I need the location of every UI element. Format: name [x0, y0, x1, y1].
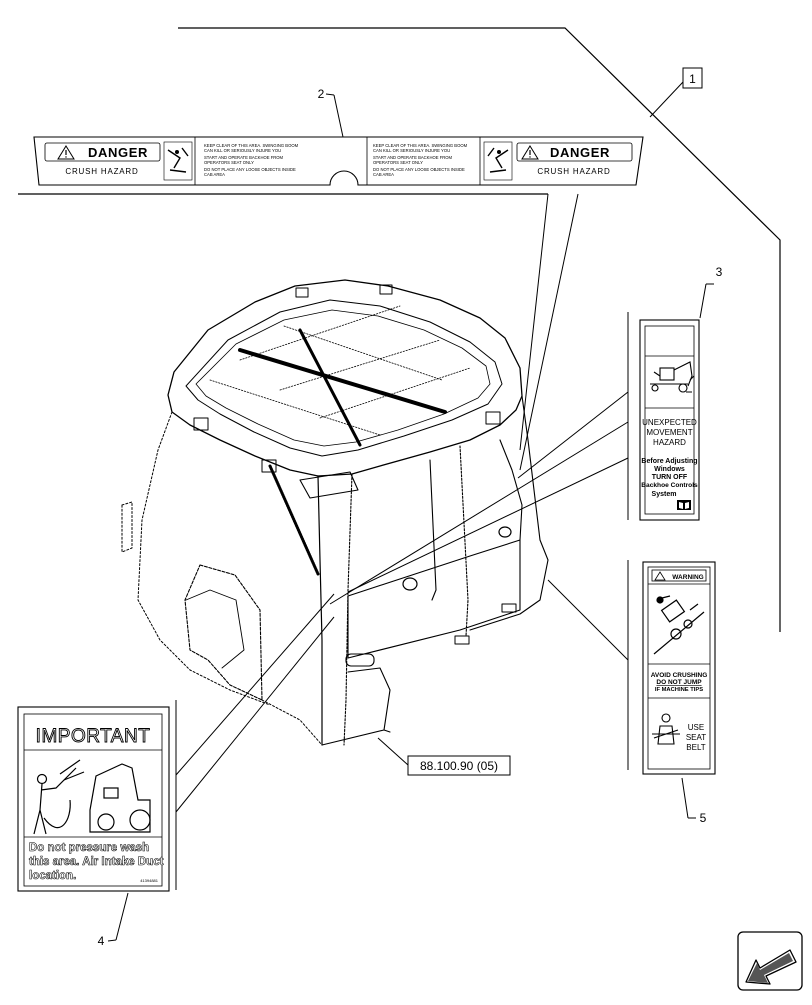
- svg-text:START AND OPERATE BACKHOE FROM: START AND OPERATE BACKHOE FROM: [204, 155, 284, 160]
- decal-5-warning-seat-belt: WARNING AVOID CRUSHING DO NOT JUMP IF MA…: [642, 561, 716, 775]
- roof-skylight: [185, 299, 503, 457]
- decal-3-title-1: UNEXPECTED: [642, 418, 697, 427]
- decal-4-body-2: this area. Air Intake Duct: [29, 856, 164, 868]
- decal-2-right-hazard: CRUSH HAZARD: [537, 167, 610, 176]
- decal-2-right-danger-panel: [516, 142, 633, 162]
- book-icon: [677, 500, 691, 510]
- callout-4-label: 4: [98, 934, 105, 948]
- reference-box: [407, 755, 511, 776]
- decal-3-body-1: Before Adjusting: [641, 458, 697, 465]
- decal-5-header: [651, 569, 707, 582]
- decal-2-left-text: KEEP CLEAR OF THIS AREA. SWINGING BOOM C…: [204, 143, 299, 177]
- decal-4-body-3: location.: [29, 870, 76, 882]
- seat-belt-icon: [652, 713, 680, 745]
- svg-text:DO NOT PLACE ANY LOOSE OBJECTS: DO NOT PLACE ANY LOOSE OBJECTS INSIDE: [373, 167, 465, 172]
- callout-5-label: 5: [700, 811, 707, 825]
- svg-text:START AND OPERATE BACKHOE FROM: START AND OPERATE BACKHOE FROM: [373, 155, 453, 160]
- warning-triangle-icon: [654, 571, 666, 581]
- callout-4-leader: [115, 892, 129, 941]
- callout-2-tick: [325, 93, 335, 96]
- svg-text:CAN KILL OR SERIOUSLY INJURE Y: CAN KILL OR SERIOUSLY INJURE YOU: [373, 148, 450, 153]
- svg-text:OPERATORS SEAT ONLY: OPERATORS SEAT ONLY: [373, 160, 423, 165]
- decal-2-left-hazard: CRUSH HAZARD: [65, 167, 138, 176]
- svg-text:CAB AREA: CAB AREA: [204, 172, 225, 177]
- decal-2-leader-b: [519, 193, 579, 471]
- crush-hazard-icon: [163, 141, 193, 181]
- decal-5-belt-3: BELT: [686, 743, 706, 752]
- decal-3-body-3: TURN OFF: [652, 474, 688, 481]
- callout-2-leader: [333, 94, 344, 138]
- decal-3-body-5: System: [652, 491, 677, 498]
- decal-2-danger-strip: DANGER CRUSH HAZARD KEEP CLEAR OF THIS A…: [33, 136, 644, 186]
- callout-2-label: 2: [318, 87, 325, 101]
- cab-assembly-drawing: [121, 279, 549, 746]
- decal-4-outline: [17, 706, 170, 892]
- decal-3-body-2: Windows: [654, 466, 685, 473]
- warning-triangle-icon: [57, 145, 75, 160]
- decal-5-mid-1: AVOID CRUSHING: [651, 672, 708, 679]
- svg-text:OPERATORS SEAT ONLY: OPERATORS SEAT ONLY: [204, 160, 254, 165]
- tipping-machine-icon: [653, 595, 705, 655]
- decal-5-belt-1: USE: [688, 723, 704, 732]
- decal-4-body-1: Do not pressure wash: [29, 842, 149, 854]
- decal-5-mid-3: IF MACHINE TIPS: [655, 687, 703, 693]
- callout-5-leader: [681, 777, 689, 819]
- decal-2-left-danger-word: DANGER: [88, 145, 148, 160]
- reference-leader: [377, 737, 409, 766]
- decal-5-belt-2: SEAT: [686, 733, 706, 742]
- decal-3-outline: [639, 319, 700, 521]
- pressure-washer-icon: [33, 759, 151, 835]
- decal-4-important-pressure-wash: IMPORTANT Do not pressure wash this area…: [17, 706, 170, 892]
- backhoe-movement-icon: [650, 361, 695, 393]
- decal-4-header: IMPORTANT: [36, 726, 151, 747]
- decal-3-unexpected-movement: UNEXPECTED MOVEMENT HAZARD Before Adjust…: [639, 319, 700, 521]
- decal-2-leader-a: [519, 193, 549, 451]
- decal-5-mid-2: DO NOT JUMP: [656, 679, 702, 686]
- callout-1-label: 1: [689, 72, 696, 86]
- decal-2-left-danger-panel: [44, 142, 161, 162]
- warning-triangle-icon: [521, 145, 539, 160]
- callout-3-label: 3: [716, 265, 723, 279]
- decal-4-part-number: 41394881: [140, 878, 159, 883]
- decal-2-right-text: KEEP CLEAR OF THIS AREA. SWINGING BOOM C…: [373, 143, 468, 177]
- decal-3-body-4: Backhoe Controls: [641, 482, 698, 489]
- crush-hazard-icon: [483, 141, 513, 181]
- svg-text:DO NOT PLACE ANY LOOSE OBJECTS: DO NOT PLACE ANY LOOSE OBJECTS INSIDE: [204, 167, 296, 172]
- callout-1-box: [682, 67, 703, 89]
- reference-label: 88.100.90 (05): [420, 759, 498, 773]
- roof-outline: [167, 279, 523, 477]
- decal-2-right-danger-word: DANGER: [550, 145, 610, 160]
- assembly-bracket-line: [178, 27, 781, 632]
- decal-3-title-2: MOVEMENT: [646, 428, 692, 437]
- svg-text:CAN KILL OR SERIOUSLY INJURE Y: CAN KILL OR SERIOUSLY INJURE YOU: [204, 148, 281, 153]
- decal-3-title-3: HAZARD: [653, 438, 686, 447]
- svg-text:CAB AREA: CAB AREA: [373, 172, 394, 177]
- previous-page-arrow-icon[interactable]: [737, 931, 803, 991]
- callout-1-leader: [649, 81, 684, 118]
- svg-text:KEEP CLEAR OF THIS AREA. SWING: KEEP CLEAR OF THIS AREA. SWINGING BOOM: [204, 143, 299, 148]
- decal-5-outline: [642, 561, 716, 775]
- callout-3-leader: [699, 283, 707, 319]
- decal-5-header-text: WARNING: [672, 574, 703, 581]
- svg-text:KEEP CLEAR OF THIS AREA. SWING: KEEP CLEAR OF THIS AREA. SWINGING BOOM: [373, 143, 468, 148]
